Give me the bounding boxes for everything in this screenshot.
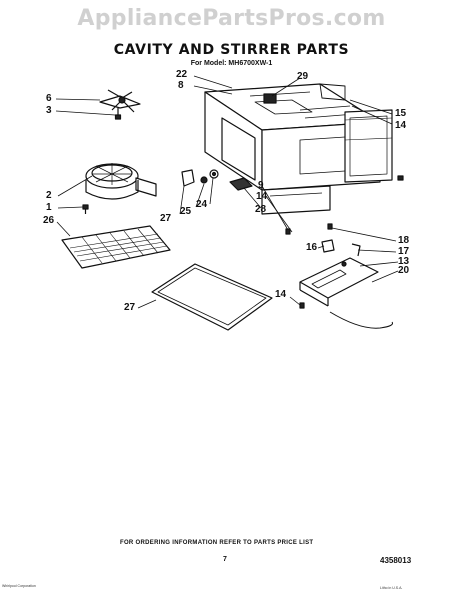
- part-label-27: 27: [124, 302, 136, 313]
- part-label-15: 15: [395, 108, 407, 119]
- part-label-16: 16: [306, 242, 318, 253]
- stirrer-blade: [99, 89, 141, 113]
- ordering-info: FOR ORDERING INFORMATION REFER TO PARTS …: [120, 540, 314, 546]
- part-label-23: 24: [196, 199, 208, 210]
- fine-print-right: Litho in U.S.A.: [380, 586, 403, 590]
- part-label-8: 8: [178, 80, 184, 91]
- fine-print-left: Whirlpool Corporation: [2, 584, 36, 588]
- part-label-17: 17: [398, 246, 410, 257]
- model-number: For Model: MH6700XW-1: [190, 60, 273, 67]
- part-label-25: 27: [160, 213, 172, 224]
- part-label-20: 20: [398, 265, 410, 276]
- watermark: AppliancePartsPros.com: [77, 6, 386, 31]
- part-label-18: 18: [398, 235, 410, 246]
- part-label-22: 22: [176, 69, 188, 80]
- oven-rack: [61, 225, 171, 269]
- diagram-title: CAVITY AND STIRRER PARTS: [113, 42, 350, 58]
- part-label-28: 28: [255, 204, 267, 215]
- page-number: 7: [223, 556, 227, 563]
- glass-tray: [151, 263, 273, 331]
- part-label-1: 1: [46, 202, 52, 213]
- part-label-2: 2: [46, 190, 52, 201]
- part-label-14-top: 14: [395, 120, 407, 131]
- stirrer-cover: [85, 163, 157, 200]
- front-bracket: [261, 185, 331, 215]
- part-label-3: 3: [46, 105, 52, 116]
- document-number: 4358013: [380, 556, 412, 565]
- part-label-14-bottom: 14: [275, 289, 287, 300]
- part-label-13: 13: [398, 256, 410, 267]
- part-label-9: 9: [258, 180, 264, 191]
- part-label-14-mid: 14: [256, 191, 268, 202]
- part-label-29: 29: [297, 71, 309, 82]
- part-label-6: 6: [46, 93, 52, 104]
- part-label-24: 25: [180, 206, 192, 217]
- side-panel: [344, 109, 393, 183]
- part-label-26: 26: [43, 215, 55, 226]
- small-parts: [181, 169, 219, 187]
- mounting-plate: [299, 257, 379, 307]
